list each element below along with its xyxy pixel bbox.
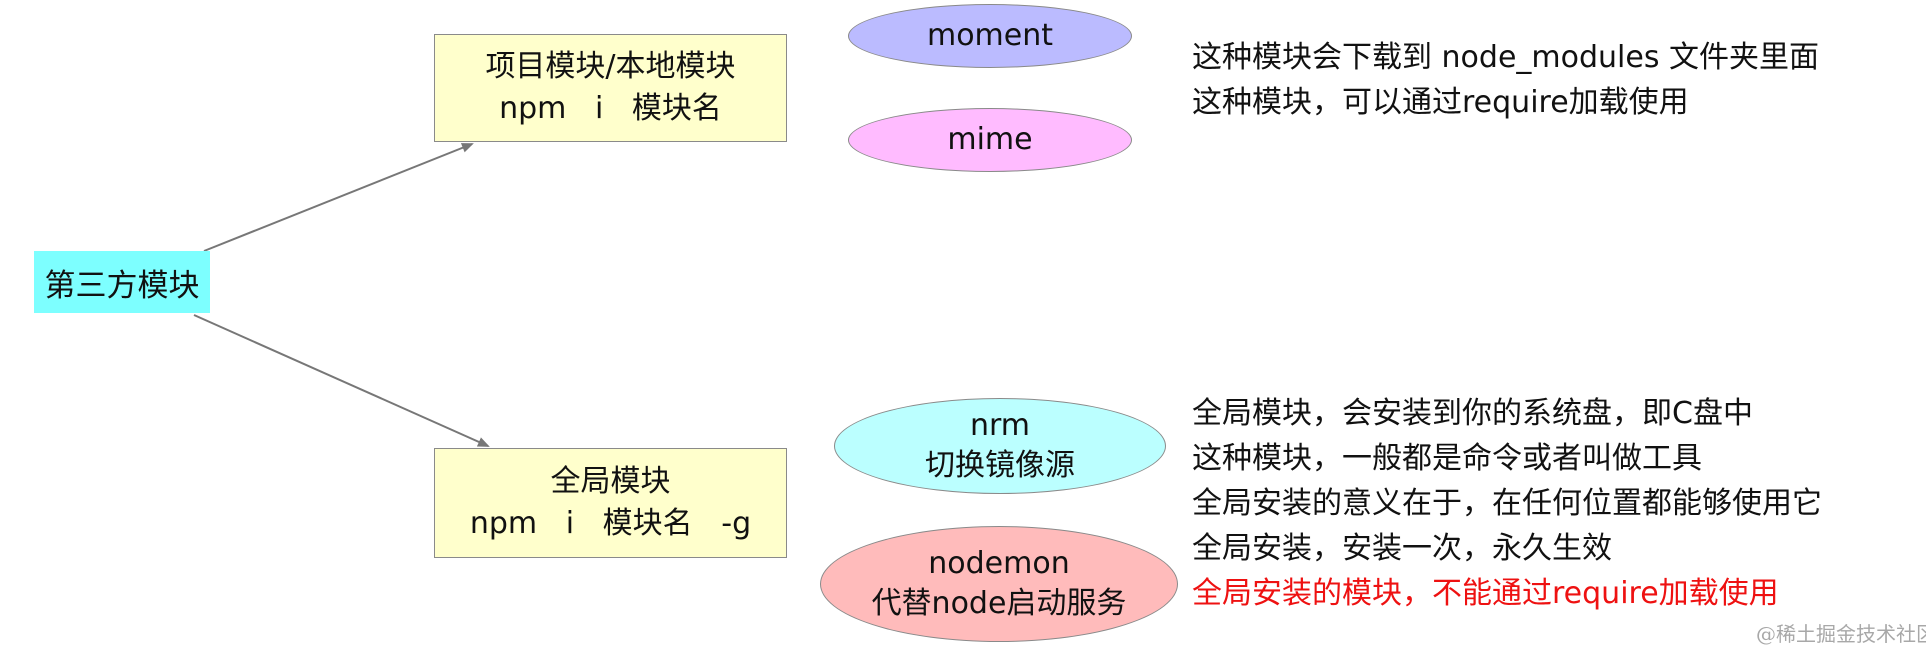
- global-module-command: npm i 模块名 -g: [469, 506, 752, 541]
- note-line: 这种模块，可以通过require加载使用: [1192, 85, 1689, 120]
- watermark: @稀土掘金技术社区: [1756, 622, 1926, 646]
- arrow-to-global: [193, 314, 490, 447]
- note-line: 这种模块，一般都是命令或者叫做工具: [1192, 441, 1702, 476]
- note-line: 全局安装，安装一次，永久生效: [1192, 531, 1612, 566]
- example-name: mime: [947, 122, 1033, 157]
- third-party-module-node: 第三方模块: [34, 251, 210, 313]
- mime-example-ellipse: mime: [848, 108, 1132, 172]
- note-line: 这种模块会下载到 node_modules 文件夹里面: [1192, 40, 1819, 75]
- nrm-example-ellipse: nrm 切换镜像源: [834, 398, 1166, 494]
- note-line: 全局模块，会安装到你的系统盘，即C盘中: [1192, 396, 1753, 431]
- local-module-title: 项目模块/本地模块: [485, 49, 736, 84]
- local-module-notes: 这种模块会下载到 node_modules 文件夹里面 这种模块，可以通过req…: [1192, 35, 1819, 125]
- global-module-box: 全局模块 npm i 模块名 -g: [434, 448, 787, 558]
- local-module-box: 项目模块/本地模块 npm i 模块名: [434, 34, 787, 142]
- moment-example-ellipse: moment: [848, 4, 1132, 68]
- example-desc: 切换镜像源: [925, 448, 1075, 483]
- global-module-title: 全局模块: [550, 464, 671, 499]
- nodemon-example-ellipse: nodemon 代替node启动服务: [820, 526, 1178, 642]
- global-module-notes: 全局模块，会安装到你的系统盘，即C盘中 这种模块，一般都是命令或者叫做工具 全局…: [1192, 391, 1822, 616]
- example-name: nodemon: [928, 546, 1070, 581]
- example-desc: 代替node启动服务: [871, 586, 1127, 621]
- root-label: 第三方模块: [44, 267, 200, 304]
- arrow-to-local: [203, 143, 474, 252]
- example-name: moment: [926, 18, 1054, 53]
- note-line: 全局安装的意义在于，在任何位置都能够使用它: [1192, 486, 1822, 521]
- local-module-command: npm i 模块名: [499, 91, 722, 126]
- example-name: nrm: [969, 408, 1031, 443]
- warning-note: 全局安装的模块，不能通过require加载使用: [1192, 576, 1779, 611]
